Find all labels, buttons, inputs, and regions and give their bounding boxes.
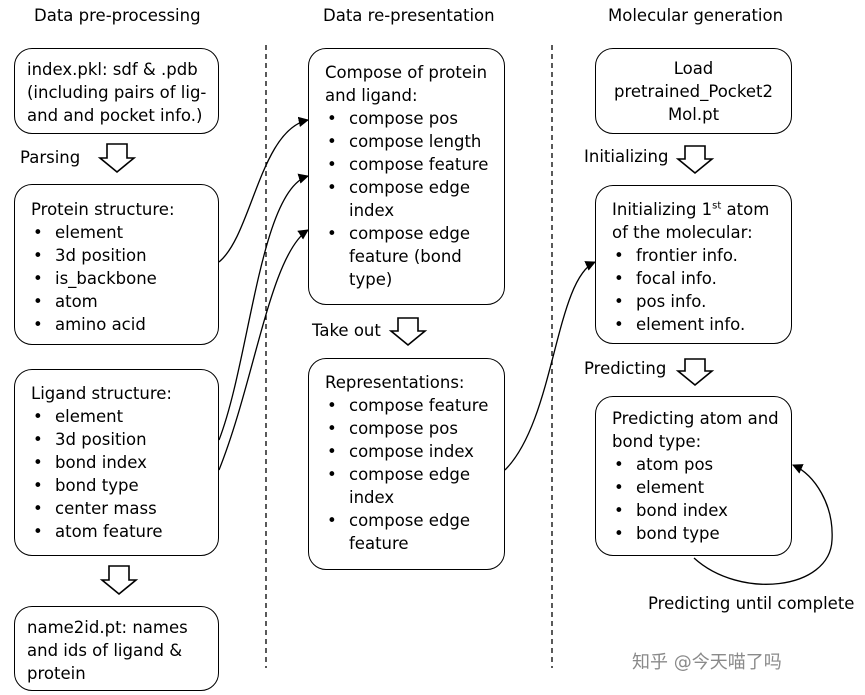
list-item: is_backbone <box>31 267 208 290</box>
ligand-structure-box: Ligand structure: element 3d position bo… <box>14 369 219 556</box>
list-item: amino acid <box>31 313 208 336</box>
down-arrow-icon <box>99 565 139 596</box>
column-title-representation: Data re-presentation <box>323 6 495 25</box>
ligand-structure-list: element 3d position bond index bond type… <box>31 405 208 543</box>
list-item: compose feature <box>325 153 494 176</box>
list-item: bond type <box>31 474 208 497</box>
list-item: focal info. <box>612 267 781 290</box>
down-arrow-icon <box>675 358 715 387</box>
column-title-generation: Molecular generation <box>608 6 784 25</box>
list-item: element <box>31 221 208 244</box>
name2id-box: name2id.pt: names and ids of ligand & pr… <box>14 606 219 691</box>
down-arrow-icon <box>675 145 715 175</box>
watermark-text: 知乎 @今天喵了吗 <box>632 652 782 673</box>
representations-title: Representations: <box>325 373 465 392</box>
list-item: compose index <box>325 440 494 463</box>
initializing-label: Initializing <box>584 147 669 166</box>
loop-label: Predicting until complete <box>648 594 855 613</box>
protein-structure-title: Protein structure: <box>31 200 175 219</box>
list-item: compose feature <box>325 394 494 417</box>
list-item: atom feature <box>31 520 208 543</box>
load-line-1: Load <box>673 59 714 78</box>
protein-structure-box: Protein structure: element 3d position i… <box>14 184 219 345</box>
list-item: pos info. <box>612 290 781 313</box>
arrow-representations-to-init <box>504 261 596 471</box>
list-item: center mass <box>31 497 208 520</box>
load-line-2: pretrained_Pocket2 <box>614 82 773 101</box>
predicting-box: Predicting atom and bond type: atom pos … <box>595 396 792 556</box>
predicting-list: atom pos element bond index bond type <box>612 453 781 545</box>
representations-box: Representations: compose feature compose… <box>308 358 505 570</box>
compose-title: Compose of protein and ligand: <box>325 63 488 105</box>
column-title-preprocessing: Data pre-processing <box>34 6 201 25</box>
list-item: element info. <box>612 313 781 336</box>
representations-list: compose feature compose pos compose inde… <box>325 394 494 555</box>
index-pkl-text: index.pkl: sdf & .pdb (including pairs o… <box>27 60 207 125</box>
predicting-title: Predicting atom and bond type: <box>612 409 779 451</box>
list-item: compose length <box>325 130 494 153</box>
list-item: bond type <box>612 522 781 545</box>
list-item: element <box>31 405 208 428</box>
list-item: 3d position <box>31 244 208 267</box>
list-item: element <box>612 476 781 499</box>
list-item: compose edge feature (bond type) <box>325 222 494 291</box>
arrow-protein-to-compose <box>218 116 310 263</box>
list-item: 3d position <box>31 428 208 451</box>
takeout-label: Take out <box>312 321 381 340</box>
list-item: compose pos <box>325 107 494 130</box>
down-arrow-icon <box>388 317 428 347</box>
list-item: compose edge feature <box>325 509 494 555</box>
load-line-3: Mol.pt <box>667 105 720 124</box>
compose-box: Compose of protein and ligand: compose p… <box>308 48 505 305</box>
list-item: bond index <box>31 451 208 474</box>
compose-list: compose pos compose length compose featu… <box>325 107 494 291</box>
load-model-box: Load pretrained_Pocket2 Mol.pt <box>595 48 792 134</box>
arrow-ligand-to-compose-2 <box>218 229 309 471</box>
list-item: compose pos <box>325 417 494 440</box>
predicting-label: Predicting <box>584 359 667 378</box>
ligand-structure-title: Ligand structure: <box>31 384 172 403</box>
down-arrow-icon <box>97 143 137 174</box>
list-item: bond index <box>612 499 781 522</box>
list-item: compose edge index <box>325 463 494 509</box>
initializing-box: Initializing 1st atom of the molecular: … <box>595 185 792 344</box>
name2id-text: name2id.pt: names and ids of ligand & pr… <box>27 618 188 683</box>
initializing-title: Initializing 1st atom of the molecular: <box>612 200 770 242</box>
arrow-ligand-to-compose-1 <box>218 173 309 441</box>
protein-structure-list: element 3d position is_backbone atom ami… <box>31 221 208 336</box>
index-pkl-box: index.pkl: sdf & .pdb (including pairs o… <box>14 48 219 134</box>
list-item: atom pos <box>612 453 781 476</box>
list-item: compose edge index <box>325 176 494 222</box>
list-item: atom <box>31 290 208 313</box>
list-item: frontier info. <box>612 244 781 267</box>
initializing-list: frontier info. focal info. pos info. ele… <box>612 244 781 336</box>
parsing-label: Parsing <box>20 148 81 167</box>
